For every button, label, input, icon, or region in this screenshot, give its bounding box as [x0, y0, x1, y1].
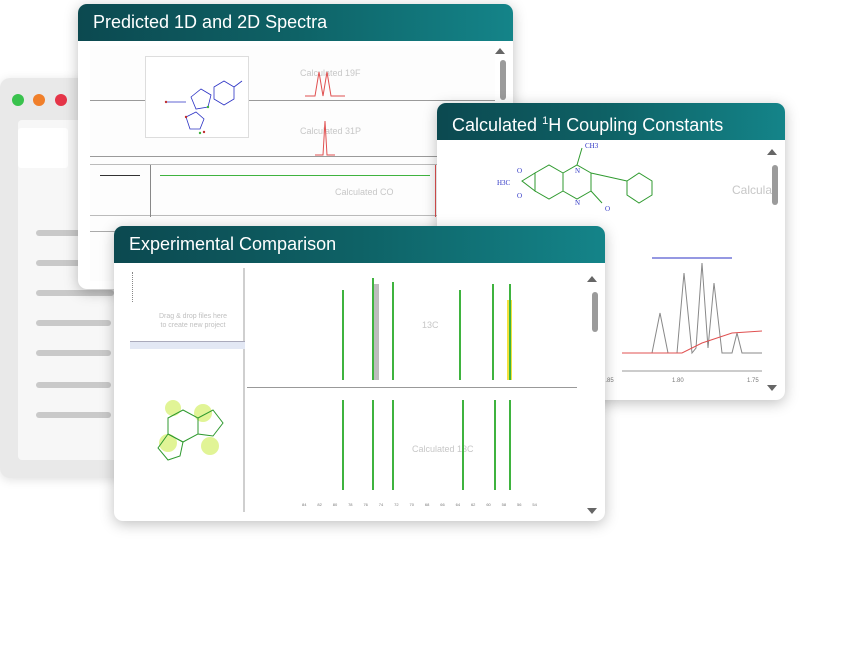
experimental-molecule — [157, 400, 224, 461]
axis-tick: 1.75 — [747, 378, 759, 384]
axis-tick: 58 — [501, 502, 507, 507]
scrollbar-thumb[interactable] — [592, 292, 598, 332]
project-sidebar: Drag & drop files here to create new pro… — [130, 268, 245, 512]
molecule-inset — [145, 56, 249, 138]
axis-tick: 64 — [455, 502, 461, 507]
bottom-spectrum: Calculated 13C — [247, 390, 577, 498]
axis-tick: 1.80 — [672, 378, 684, 384]
text-placeholder-line — [36, 290, 114, 296]
axis-tick: 80 — [332, 502, 338, 507]
top-spectrum: 13C — [247, 270, 577, 388]
axis-tick: 74 — [378, 502, 384, 507]
fluorine-peaks — [305, 71, 345, 97]
svg-text:H3C: H3C — [497, 179, 511, 187]
close-dot-icon — [55, 94, 67, 106]
text-placeholder-line — [36, 230, 106, 236]
svg-text:O: O — [605, 205, 610, 213]
2d-panel: Calculated CO — [90, 164, 495, 217]
panel1-axis — [90, 100, 495, 101]
axis-tick: 78 — [348, 502, 353, 507]
dropzone-line1[interactable]: Drag & drop files here — [158, 313, 228, 320]
panel3-label: Calculated CO — [335, 187, 394, 197]
scroll-down-button[interactable] — [767, 385, 777, 391]
axis-tick: 76 — [363, 502, 368, 507]
maximize-dot-icon — [12, 94, 24, 106]
scroll-up-button[interactable] — [495, 48, 505, 54]
window-title: Predicted 1D and 2D Spectra — [78, 4, 513, 41]
svg-text:CH3: CH3 — [585, 143, 599, 150]
axis-tick: 1.85 — [602, 378, 614, 384]
window-title: Experimental Comparison — [114, 226, 605, 263]
text-placeholder-line — [36, 350, 111, 356]
bottom-label: Calculated 13C — [412, 444, 474, 454]
axis-tick: 66 — [440, 502, 445, 507]
text-placeholder-line — [36, 260, 111, 266]
phosphorus-peak — [315, 120, 335, 156]
comparison-spectra: 13C Calculated 13C 84 82 80 78 76 74 — [247, 270, 577, 514]
scroll-up-button[interactable] — [587, 276, 597, 282]
panel1-label: Calculated 19F — [300, 68, 361, 78]
axis-tick: 72 — [394, 502, 399, 507]
text-placeholder-line — [36, 412, 111, 418]
axis-tick: 70 — [409, 502, 414, 507]
minimize-dot-icon — [33, 94, 45, 106]
svg-text:O: O — [517, 192, 522, 200]
panel2-label: Calculated 31P — [300, 126, 362, 136]
axis-tick: 68 — [424, 502, 430, 507]
bottom-axis-ticks: 84 82 80 78 76 74 72 70 68 66 64 62 60 5… — [247, 502, 577, 507]
panel2-axis — [90, 156, 495, 157]
axis-tick: 62 — [470, 502, 476, 507]
scrollbar-thumb[interactable] — [772, 165, 778, 205]
side-label: Calculat — [732, 183, 776, 197]
coupling-molecule: H3C O O N N O CH3 — [497, 143, 653, 213]
text-placeholder-line — [36, 320, 111, 326]
window-title: Calculated 1H Coupling Constants — [437, 103, 785, 140]
molecule-toolbar[interactable] — [130, 341, 245, 349]
coupling-spectrum — [622, 257, 762, 372]
text-placeholder-line — [36, 382, 111, 388]
scroll-up-button[interactable] — [767, 149, 777, 155]
content-placeholder-box — [18, 128, 68, 168]
axis-tick: 82 — [317, 502, 322, 507]
dropzone-line2[interactable]: to create new project — [160, 322, 226, 329]
top-label: 13C — [422, 320, 439, 330]
experimental-comparison-window: Experimental Comparison Drag & drop file… — [114, 226, 605, 521]
scroll-down-button[interactable] — [587, 508, 597, 514]
nucleotide-structure — [164, 80, 243, 135]
axis-tick: 60 — [486, 502, 491, 507]
svg-text:O: O — [517, 167, 522, 175]
axis-tick: 84 — [302, 502, 307, 507]
svg-text:N: N — [575, 199, 580, 207]
axis-tick: 54 — [532, 502, 537, 507]
scrollbar-thumb[interactable] — [500, 60, 506, 100]
axis-tick: 56 — [517, 502, 522, 507]
svg-text:N: N — [575, 167, 580, 175]
